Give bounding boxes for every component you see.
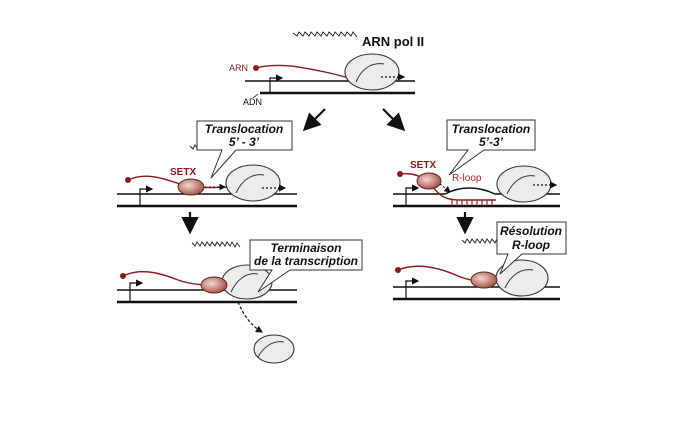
ctd-tail [292, 31, 358, 38]
callout-box [249, 239, 363, 293]
promoter-arrow [129, 279, 144, 302]
panel-termination: Terminaison de la transcription [117, 239, 363, 364]
pol-ii [344, 53, 400, 91]
pol-ii-cleft [235, 174, 265, 194]
rna-cap [125, 177, 131, 183]
promoter-arrow [269, 74, 284, 93]
callout-line-2: 5’-3’ [479, 135, 504, 149]
callout-line-1: Translocation [452, 122, 530, 136]
rna-cap [397, 171, 403, 177]
callout-line-1: Résolution [500, 224, 562, 238]
callout-line-2: de la transcription [254, 254, 358, 268]
rna-cap [253, 65, 259, 71]
callout-line-2: 5’ - 3’ [229, 135, 260, 149]
rna-cap [395, 267, 401, 273]
released-pol-ii [253, 334, 295, 364]
rloop-label: R-loop [452, 173, 482, 184]
callout-line-1: Translocation [205, 122, 283, 136]
rna-strand [255, 64, 353, 80]
setx-label: SETX [170, 167, 196, 178]
callout-box [446, 119, 536, 176]
setx-label: SETX [410, 160, 436, 171]
rna-cap [120, 273, 126, 279]
setx-protein [200, 276, 228, 294]
adn-label: ADN [243, 97, 262, 107]
top-panel: ARN pol II ARN ADN [229, 31, 424, 107]
pol-ii [496, 165, 552, 203]
rna-dna-hybrid [451, 200, 493, 206]
callout-line-1: Terminaison [271, 241, 342, 255]
arn-label: ARN [229, 63, 248, 73]
callout-line-2: R-loop [512, 238, 550, 252]
panel-resolution: Résolution R-loop [393, 221, 567, 301]
released-pol-ii-cleft [257, 341, 285, 358]
callout-box [196, 120, 293, 179]
panel-translocation-right: SETX R-loop Translocation 5’-3’ [393, 119, 560, 208]
rna-strand [399, 172, 496, 201]
release-arrow [237, 301, 264, 333]
promoter-arrow [139, 185, 154, 206]
pol-ii-cleft [506, 175, 536, 195]
pol-ii-cleft [504, 269, 534, 289]
arrow-to-right [382, 108, 406, 132]
setx-protein [177, 178, 205, 196]
pol-ii [225, 164, 281, 202]
pol-label: ARN pol II [362, 34, 424, 49]
panel-translocation-left: SETX Translocation 5’ - 3’ [117, 120, 297, 208]
pol-ii-cleft [355, 63, 385, 83]
arrow-to-left [302, 108, 326, 132]
ctd-tail [191, 241, 241, 248]
promoter-arrow [405, 277, 420, 299]
callout-box [496, 221, 567, 275]
setx-protein [470, 271, 498, 289]
adn-pointer [252, 93, 259, 99]
pol-ii-cleft [230, 273, 259, 293]
setx-protein [416, 172, 442, 190]
promoter-arrow [405, 184, 420, 206]
setx-arrow [439, 183, 451, 193]
